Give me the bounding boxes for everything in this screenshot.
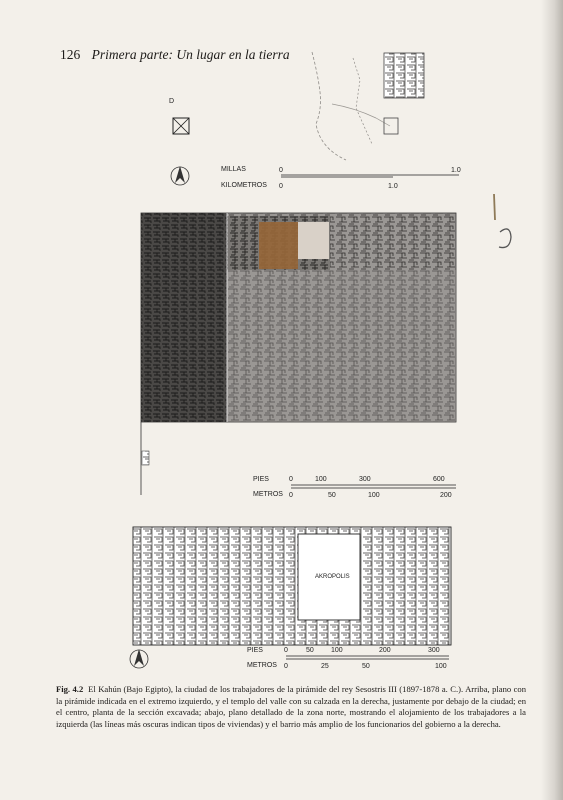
bottom-scale-row1-tick: 300 — [428, 647, 440, 654]
top-scale-row1-label: MILLAS — [221, 166, 246, 173]
bottom-scale-row1-tick: 50 — [306, 647, 314, 654]
page-number: 126 — [60, 47, 81, 62]
caption-text: El Kahún (Bajo Egipto), la ciudad de los… — [56, 684, 527, 730]
running-header: 126 Primera parte: Un lugar en la tierra — [60, 47, 290, 63]
top-scale-row2-tick: 1.0 — [388, 183, 398, 190]
pyramid-label: D — [169, 98, 174, 105]
akropolis-label: AKROPOLIS — [315, 574, 350, 580]
figure-caption: Fig. 4.2 El Kahún (Bajo Egipto), la ciud… — [56, 684, 526, 731]
bottom-scale-row1-label: PIES — [247, 647, 263, 654]
bottom-scale-row2-label: METROS — [247, 662, 277, 669]
middle-scale-row1-tick: 300 — [359, 476, 371, 483]
running-title: Primera parte: Un lugar en la tierra — [91, 47, 290, 62]
bottom-scale-row2-tick: 25 — [321, 663, 329, 670]
north-arrow-icon — [129, 649, 149, 669]
bottom-scale-row1-tick: 0 — [284, 647, 288, 654]
bottom-scale-row1-tick: 100 — [331, 647, 343, 654]
middle-scale-row2-label: METROS — [253, 491, 283, 498]
middle-scale-row1-label: PIES — [253, 476, 269, 483]
page-edge-shadow — [541, 0, 563, 800]
bottom-scale-row2-tick: 0 — [284, 663, 288, 670]
middle-scale-row2-tick: 0 — [289, 492, 293, 499]
figure-label: Fig. 4.2 — [56, 684, 84, 694]
middle-scale-row2-tick: 200 — [440, 492, 452, 499]
top-site-plan: D MILLAS KILOMETROS 0 1.0 0 1.0 — [169, 51, 461, 190]
bottom-scale-row1-tick: 200 — [379, 647, 391, 654]
middle-scale-row2-tick: 50 — [328, 492, 336, 499]
bottom-detail-plan: AKROPOLIS PIES METROS 0 50 100 200 300 0… — [129, 526, 452, 670]
handwritten-margin-mark — [493, 193, 512, 249]
top-scale-row1-tick: 1.0 — [451, 167, 461, 174]
bottom-scale-row2-tick: 50 — [362, 663, 370, 670]
top-scale-row2-label: KILOMETROS — [221, 182, 267, 189]
middle-scale-row1-tick: 600 — [433, 476, 445, 483]
middle-excavation-plan: PIES METROS 0 100 300 600 0 50 100 200 — [140, 212, 457, 499]
middle-scale-row1-tick: 100 — [315, 476, 327, 483]
middle-scale-row2-tick: 100 — [368, 492, 380, 499]
top-scale-row2-tick: 0 — [279, 183, 283, 190]
north-arrow-icon — [170, 166, 190, 186]
top-scale-row1-tick: 0 — [279, 167, 283, 174]
pyramid-symbol — [172, 117, 190, 135]
middle-scale-row1-tick: 0 — [289, 476, 293, 483]
bottom-scale-row2-tick: 100 — [435, 663, 447, 670]
